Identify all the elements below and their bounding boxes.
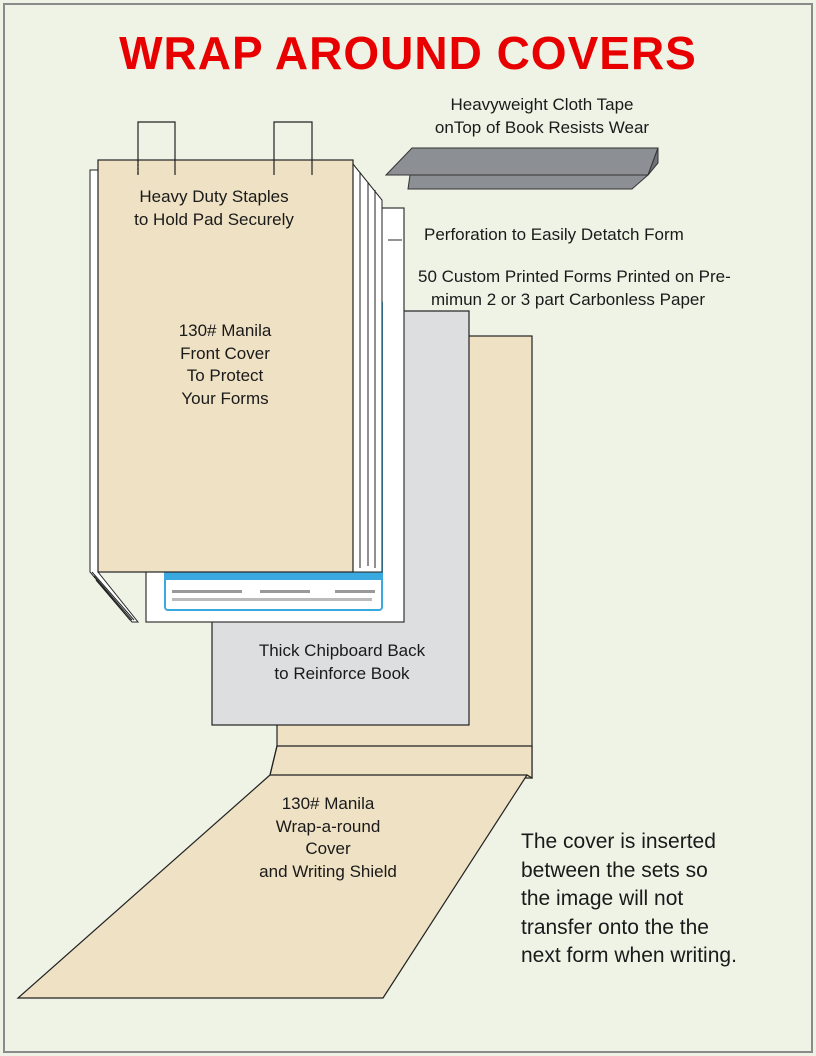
cloth-tape-strip <box>384 147 659 190</box>
forms-label: 50 Custom Printed Forms Printed on Pre- … <box>418 266 798 311</box>
wrap-cover-label-line: Cover <box>305 839 351 858</box>
cloth-tape-label-line: Heavyweight Cloth Tape <box>450 95 634 114</box>
staples-label: Heavy Duty Staples to Hold Pad Securely <box>98 186 330 231</box>
staples-label-line: Heavy Duty Staples <box>139 187 289 206</box>
cloth-tape-label-line: onTop of Book Resists Wear <box>434 117 650 137</box>
page-title: WRAP AROUND COVERS <box>119 27 697 79</box>
pad-page-edges <box>89 162 383 623</box>
chipboard-label-line: to Reinforce Book <box>274 663 410 683</box>
front-cover-label: 130# Manila Front Cover To Protect Your … <box>120 320 330 410</box>
perforation-label: Perforation to Easily Detatch Form <box>424 225 684 244</box>
wrap-cover-label: 130# Manila Wrap-a-round Cover and Writi… <box>218 793 438 883</box>
front-cover-label-line: 130# Manila <box>178 321 272 340</box>
heavy-duty-staples <box>137 121 313 176</box>
insert-note-line: The cover is inserted <box>521 830 716 853</box>
insert-note: The cover is inserted between the sets s… <box>521 828 801 971</box>
cloth-tape-label: Heavyweight Cloth Tape onTop of Book Res… <box>412 94 672 139</box>
chipboard-label: Thick Chipboard Back to Reinforce Book <box>222 640 462 685</box>
insert-note-line: between the sets so <box>521 858 708 882</box>
front-cover-label-line: To Protect <box>186 366 264 385</box>
wrap-cover-label-line: 130# Manila <box>281 794 375 813</box>
front-cover-label-line: Front Cover <box>180 343 270 363</box>
front-cover <box>97 159 354 573</box>
forms-label-line: 50 Custom Printed Forms Printed on Pre- <box>418 267 731 286</box>
staples-label-line: to Hold Pad Securely <box>134 209 294 229</box>
wrap-cover-label-line: and Writing Shield <box>259 861 397 881</box>
chipboard-label-line: Thick Chipboard Back <box>258 641 426 660</box>
page-border <box>3 3 813 1053</box>
forms-label-line: mimun 2 or 3 part Carbonless Paper <box>431 289 706 309</box>
insert-note-line: the image will not <box>521 887 684 910</box>
wrap-cover-label-line: Wrap-a-round <box>275 816 381 836</box>
insert-note-line: next form when writing. <box>521 944 737 967</box>
insert-note-line: transfer onto the the <box>521 915 709 939</box>
front-cover-label-line: Your Forms <box>181 388 269 408</box>
